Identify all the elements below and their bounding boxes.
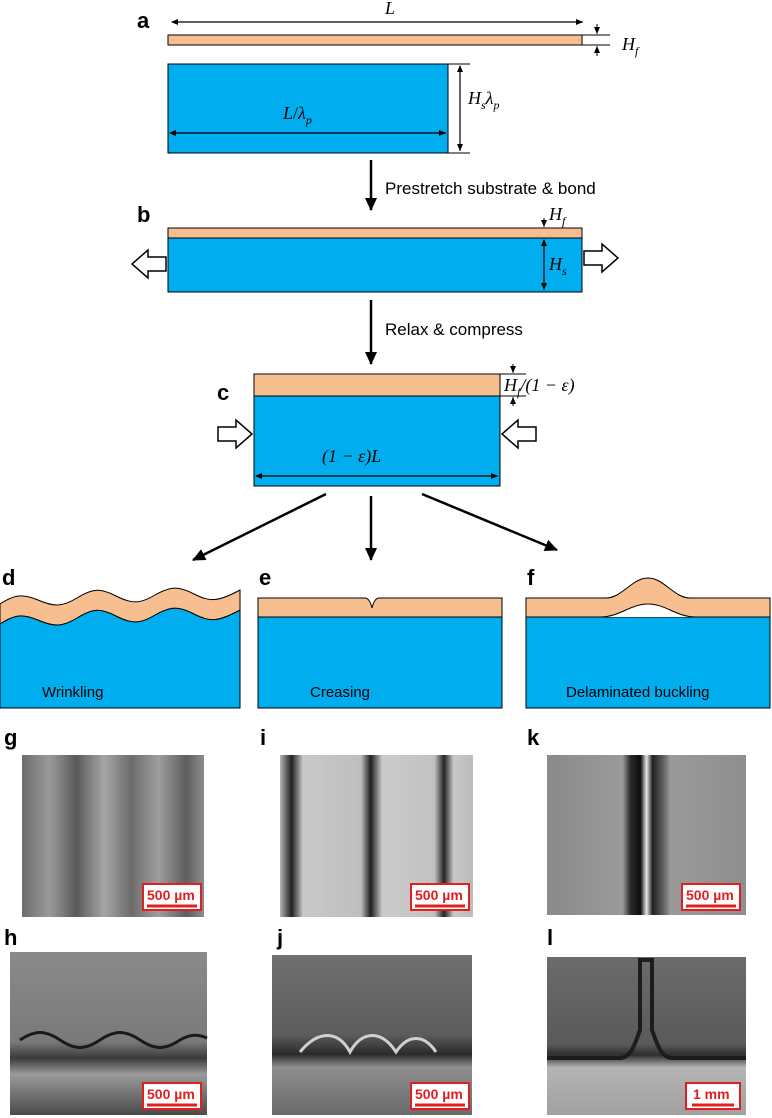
substrate-c	[253, 395, 501, 487]
mode-label-creasing: Creasing	[310, 684, 370, 701]
substrate-a	[167, 63, 449, 154]
wrinkle-profile-h	[19, 1031, 208, 1049]
c-width-label: (1 − ε)L	[322, 446, 381, 467]
film-thickness-label-a: Hf	[621, 34, 640, 58]
substrate-d	[0, 607, 241, 709]
panel-label-d: d	[2, 565, 15, 590]
scalebar-label-h: 500 µm	[147, 1086, 195, 1102]
delamination-gap-f	[600, 604, 696, 617]
substrate-b	[167, 237, 583, 293]
creased-film-e	[257, 597, 503, 618]
branch-arrow-delamination	[421, 492, 558, 552]
panel-label-k: k	[527, 725, 540, 750]
scalebar-label-j: 500 µm	[415, 1086, 463, 1102]
buckled-film-f	[525, 577, 771, 618]
panel-label-g: g	[4, 725, 17, 750]
mode-label-delaminated: Delaminated buckling	[566, 684, 709, 701]
stretch-arrow-right-icon	[583, 242, 620, 274]
panel-label-b: b	[137, 202, 150, 227]
substrate-height-label-b: Hs	[548, 254, 567, 278]
film-length-label: L	[384, 0, 395, 18]
panel-label-i: i	[260, 725, 266, 750]
panel-label-h: h	[4, 925, 17, 950]
scalebar-label-i: 500 µm	[415, 887, 463, 903]
stretch-arrow-left-icon	[130, 248, 167, 280]
panel-label-j: j	[276, 925, 283, 950]
film-layer-c	[253, 373, 501, 397]
substrate-length-label: L/λp	[282, 103, 312, 127]
panel-label-f: f	[527, 565, 535, 590]
blister-profile-l	[547, 958, 746, 1060]
crease-profile-j	[298, 1034, 438, 1056]
step-label-relax: Relax & compress	[385, 320, 523, 339]
scalebar-label-g: 500 µm	[147, 887, 195, 903]
film-thickness-label-c: Hf/(1 − ε)	[503, 375, 575, 399]
film-layer-a	[167, 34, 583, 46]
mode-label-wrinkling: Wrinkling	[42, 684, 103, 701]
scalebar-label-k: 500 µm	[686, 887, 734, 903]
step-label-prestretch: Prestretch substrate & bond	[385, 179, 596, 198]
scalebar-label-l: 1 mm	[693, 1086, 730, 1102]
panel-label-e: e	[259, 565, 271, 590]
film-layer-b	[167, 227, 583, 239]
substrate-height-label-a: Hsλp	[467, 88, 499, 112]
panel-label-l: l	[547, 925, 553, 950]
substrate-f	[525, 616, 771, 709]
panel-label-a: a	[137, 8, 150, 33]
branch-arrow-wrinkling	[192, 492, 327, 562]
compress-arrow-right-icon	[500, 418, 537, 450]
compress-arrow-left-icon	[217, 418, 254, 450]
wrinkled-film-d	[0, 587, 241, 626]
substrate-e	[257, 616, 503, 709]
film-thickness-label-b: Hf	[548, 204, 567, 228]
panel-label-c: c	[217, 380, 229, 405]
